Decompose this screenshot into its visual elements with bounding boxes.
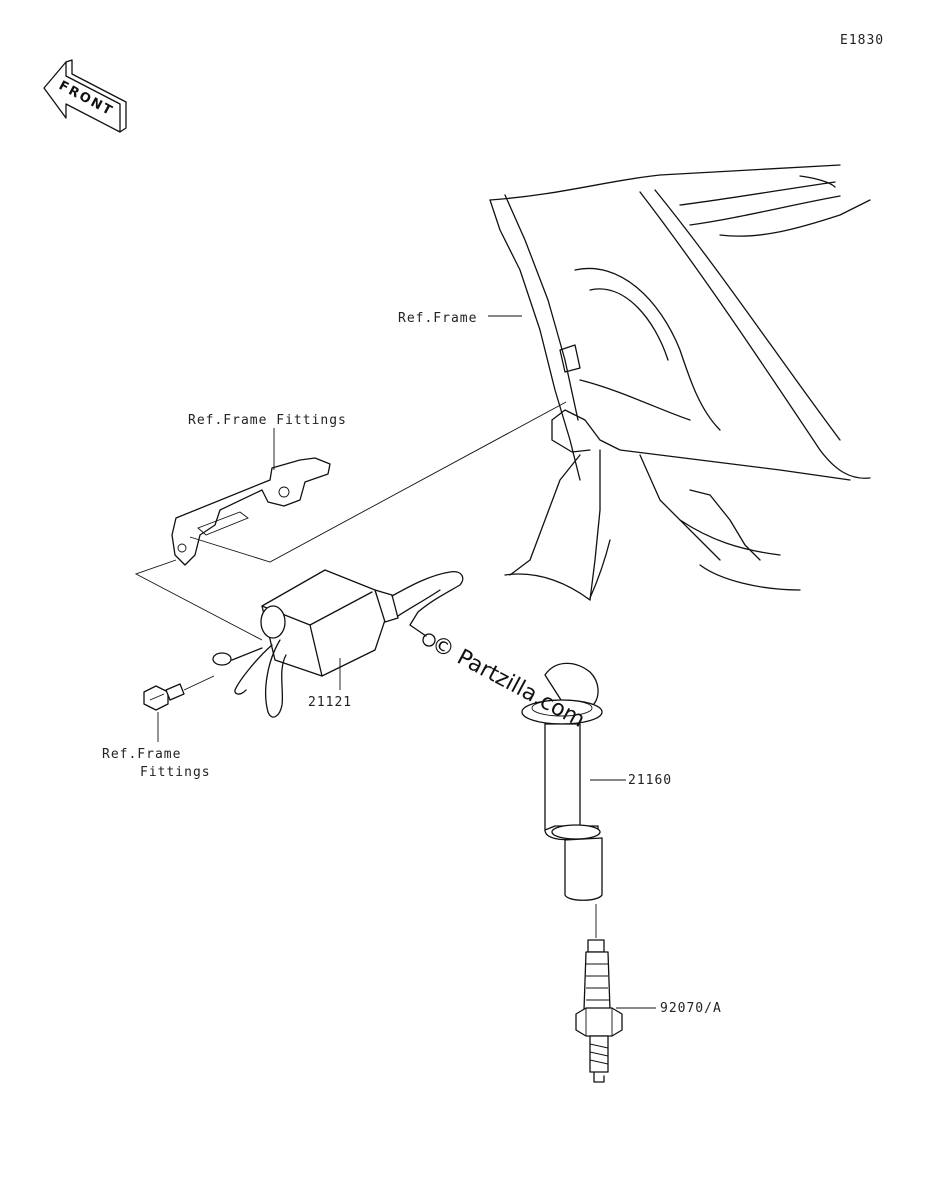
front-arrow-icon: FRONT: [43, 59, 127, 133]
ignition-coil: [212, 569, 464, 718]
part-label-21160: 21160: [628, 773, 672, 788]
ref-frame-fittings-bottom-label-2: Fittings: [140, 765, 211, 780]
frame-illustration: [489, 164, 871, 601]
bolt: [143, 683, 185, 711]
spark-plug: [575, 939, 623, 1083]
part-label-92070a: 92070/A: [660, 1001, 722, 1016]
part-label-21121: 21121: [308, 695, 352, 710]
mount-line-upper: [189, 401, 567, 563]
bolt-leader: [183, 675, 215, 691]
ref-frame-label: Ref.Frame: [398, 311, 477, 326]
spark-plug-cap: [521, 662, 603, 901]
frame-bracket: [171, 457, 331, 566]
mount-line-lower: [134, 559, 263, 641]
ref-frame-fittings-top-label: Ref.Frame Fittings: [188, 413, 347, 428]
diagram-code: E1830: [840, 33, 884, 48]
ref-frame-fittings-bottom-label-1: Ref.Frame: [102, 747, 181, 762]
